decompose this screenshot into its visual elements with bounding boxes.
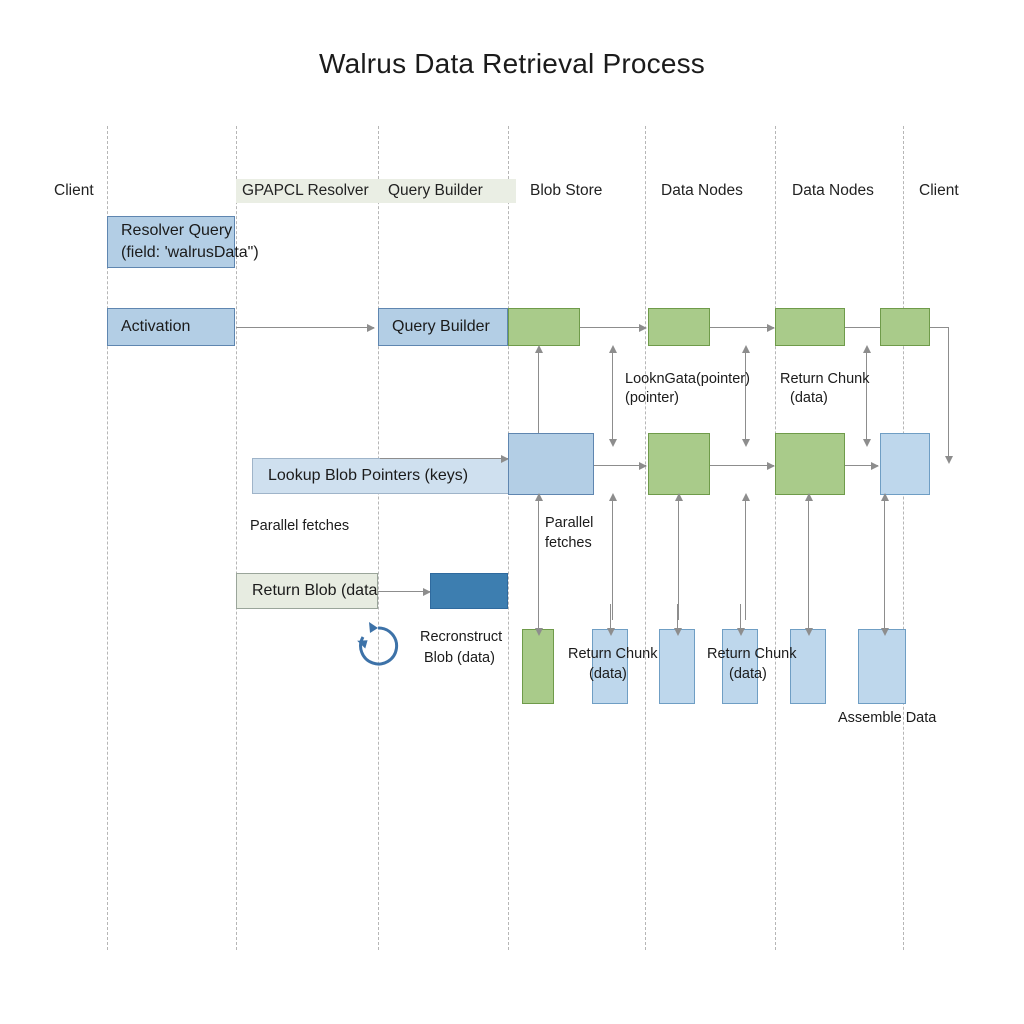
message-label-query-builder: Query Builder (392, 318, 490, 335)
message-bar-lookup-blob-pointers[interactable] (252, 458, 510, 494)
message-label-activation: Activation (121, 318, 191, 335)
arrow-data-nodes-2-to-client-row2 (845, 327, 880, 328)
message-label-lookup-data-pointer: LooknGata(pointer) (625, 371, 750, 387)
lifeline-data-nodes-1 (775, 126, 776, 950)
activation-box-data-nodes-2-row2[interactable] (775, 308, 845, 346)
activation-box-query-builder[interactable] (378, 308, 508, 346)
lifeline-query-builder (508, 126, 509, 950)
arrow-blob-store-to-data-nodes-1-row3 (594, 461, 647, 470)
arrow-down-chunk-2-bottom (673, 604, 682, 636)
arrow-up-blob-store (534, 345, 543, 440)
message-label-return-blob: Return Blob (data (252, 582, 378, 599)
message-label-parallel-fetches-left: Parallel fetches (250, 518, 350, 534)
message-label-return-chunk-top-line1: Return Chunk (780, 371, 870, 387)
arrow-data-nodes-1-to-2-row2 (710, 323, 775, 332)
message-label-return-chunk-a-line2: (data) (589, 666, 627, 682)
activation-bar-chunk-4-bottom[interactable] (790, 629, 826, 704)
activation-box-resolver-query[interactable] (107, 216, 235, 268)
arrow-up-chunk-4 (804, 493, 813, 620)
message-label-assemble-data: Assemble Data (838, 710, 937, 726)
activation-box-data-nodes-1-row2[interactable] (648, 308, 710, 346)
message-label-reconstruct-line1: Recronstruct (420, 629, 503, 645)
activation-box-blob-store-row3[interactable] (508, 433, 594, 495)
activation-box-client-right-row2[interactable] (880, 308, 930, 346)
arrow-data-nodes-1-to-2-row3 (710, 461, 775, 470)
arrow-up-chunk-3 (741, 493, 750, 620)
message-label-reconstruct-line2: Blob (data) (424, 650, 495, 666)
arrow-down-assemble-data (880, 604, 889, 636)
arrow-bidir-blob-store-data-nodes (608, 345, 617, 447)
activation-bar-assemble-data[interactable] (858, 629, 906, 704)
lifeline-header-query-builder: Query Builder (382, 179, 516, 203)
message-label-lookup-data-pointer-2: (pointer) (625, 390, 679, 406)
lifeline-header-data-nodes-1: Data Nodes (661, 182, 743, 199)
arrow-down-chunk-4-bottom (804, 604, 813, 636)
lifeline-header-gpapcl-resolver: GPAPCL Resolver (236, 179, 390, 203)
activation-box-query-builder-row4[interactable] (430, 573, 508, 609)
activation-box-data-nodes-1-row3[interactable] (648, 433, 710, 495)
lifeline-data-nodes-2 (903, 126, 904, 950)
message-label-return-chunk-b-line1: Return Chunk (707, 646, 797, 662)
circular-arrow-icon (352, 620, 404, 677)
arrow-blob-store-to-data-nodes-1-row2 (580, 323, 647, 332)
activation-box-activation[interactable] (107, 308, 235, 346)
arrow-client-right-down (944, 327, 953, 464)
message-label-resolver-query-line2: (field: 'walrusData") (121, 244, 259, 261)
lifeline-header-client-left: Client (54, 182, 94, 199)
arrow-up-blob-store-row3 (534, 493, 543, 620)
lifeline-header-data-nodes-2: Data Nodes (792, 182, 874, 199)
activation-bar-blob-store-bottom[interactable] (522, 629, 554, 704)
activation-bar-chunk-2-bottom[interactable] (659, 629, 695, 704)
message-label-return-chunk-top-line2: (data) (790, 390, 828, 406)
arrow-down-blob-store-bottom (534, 604, 543, 636)
arrow-data-nodes-2-to-client-row3 (845, 461, 879, 470)
arrow-activation-to-query-builder (236, 323, 375, 332)
lifeline-client-left (107, 126, 108, 950)
arrow-down-chunk-1-bottom (606, 604, 615, 636)
lifeline-blank (236, 126, 237, 950)
lifeline-header-blob-store: Blob Store (530, 182, 603, 199)
lifeline-gpapcl-resolver (378, 126, 379, 950)
page-title: Walrus Data Retrieval Process (319, 48, 705, 79)
arrow-down-chunk-3-bottom (736, 604, 745, 636)
arrow-up-chunk-1 (608, 493, 617, 620)
activation-bar-chunk-3-bottom[interactable] (722, 629, 758, 704)
message-label-resolver-query-line1: Resolver Query (121, 222, 233, 239)
message-label-return-chunk-a-line1: Return Chunk (568, 646, 658, 662)
connector-client-right-row2-to-row3 (930, 327, 949, 458)
activation-box-blob-store-row2[interactable] (508, 308, 580, 346)
activation-box-data-nodes-2-row3[interactable] (775, 433, 845, 495)
message-label-parallel-fetches-mid-line1: Parallel (545, 515, 594, 531)
message-label-parallel-fetches-mid-line2: fetches (545, 535, 592, 551)
lifeline-blob-store (645, 126, 646, 950)
message-bar-return-blob[interactable] (236, 573, 378, 609)
message-label-lookup-blob-pointers: Lookup Blob Pointers (keys) (268, 467, 469, 484)
arrow-resolver-to-query-builder-row4 (378, 587, 431, 596)
arrow-bidir-data-nodes-2 (862, 345, 871, 447)
arrow-up-chunk-5 (880, 493, 889, 620)
arrow-up-chunk-2 (674, 493, 683, 620)
arrow-resolver-to-blob-store-row3 (380, 454, 509, 463)
lifeline-header-client-right: Client (919, 182, 959, 199)
activation-box-client-right-row3[interactable] (880, 433, 930, 495)
arrow-bidir-data-nodes-1 (741, 345, 750, 447)
message-label-return-chunk-b-line2: (data) (729, 666, 767, 682)
